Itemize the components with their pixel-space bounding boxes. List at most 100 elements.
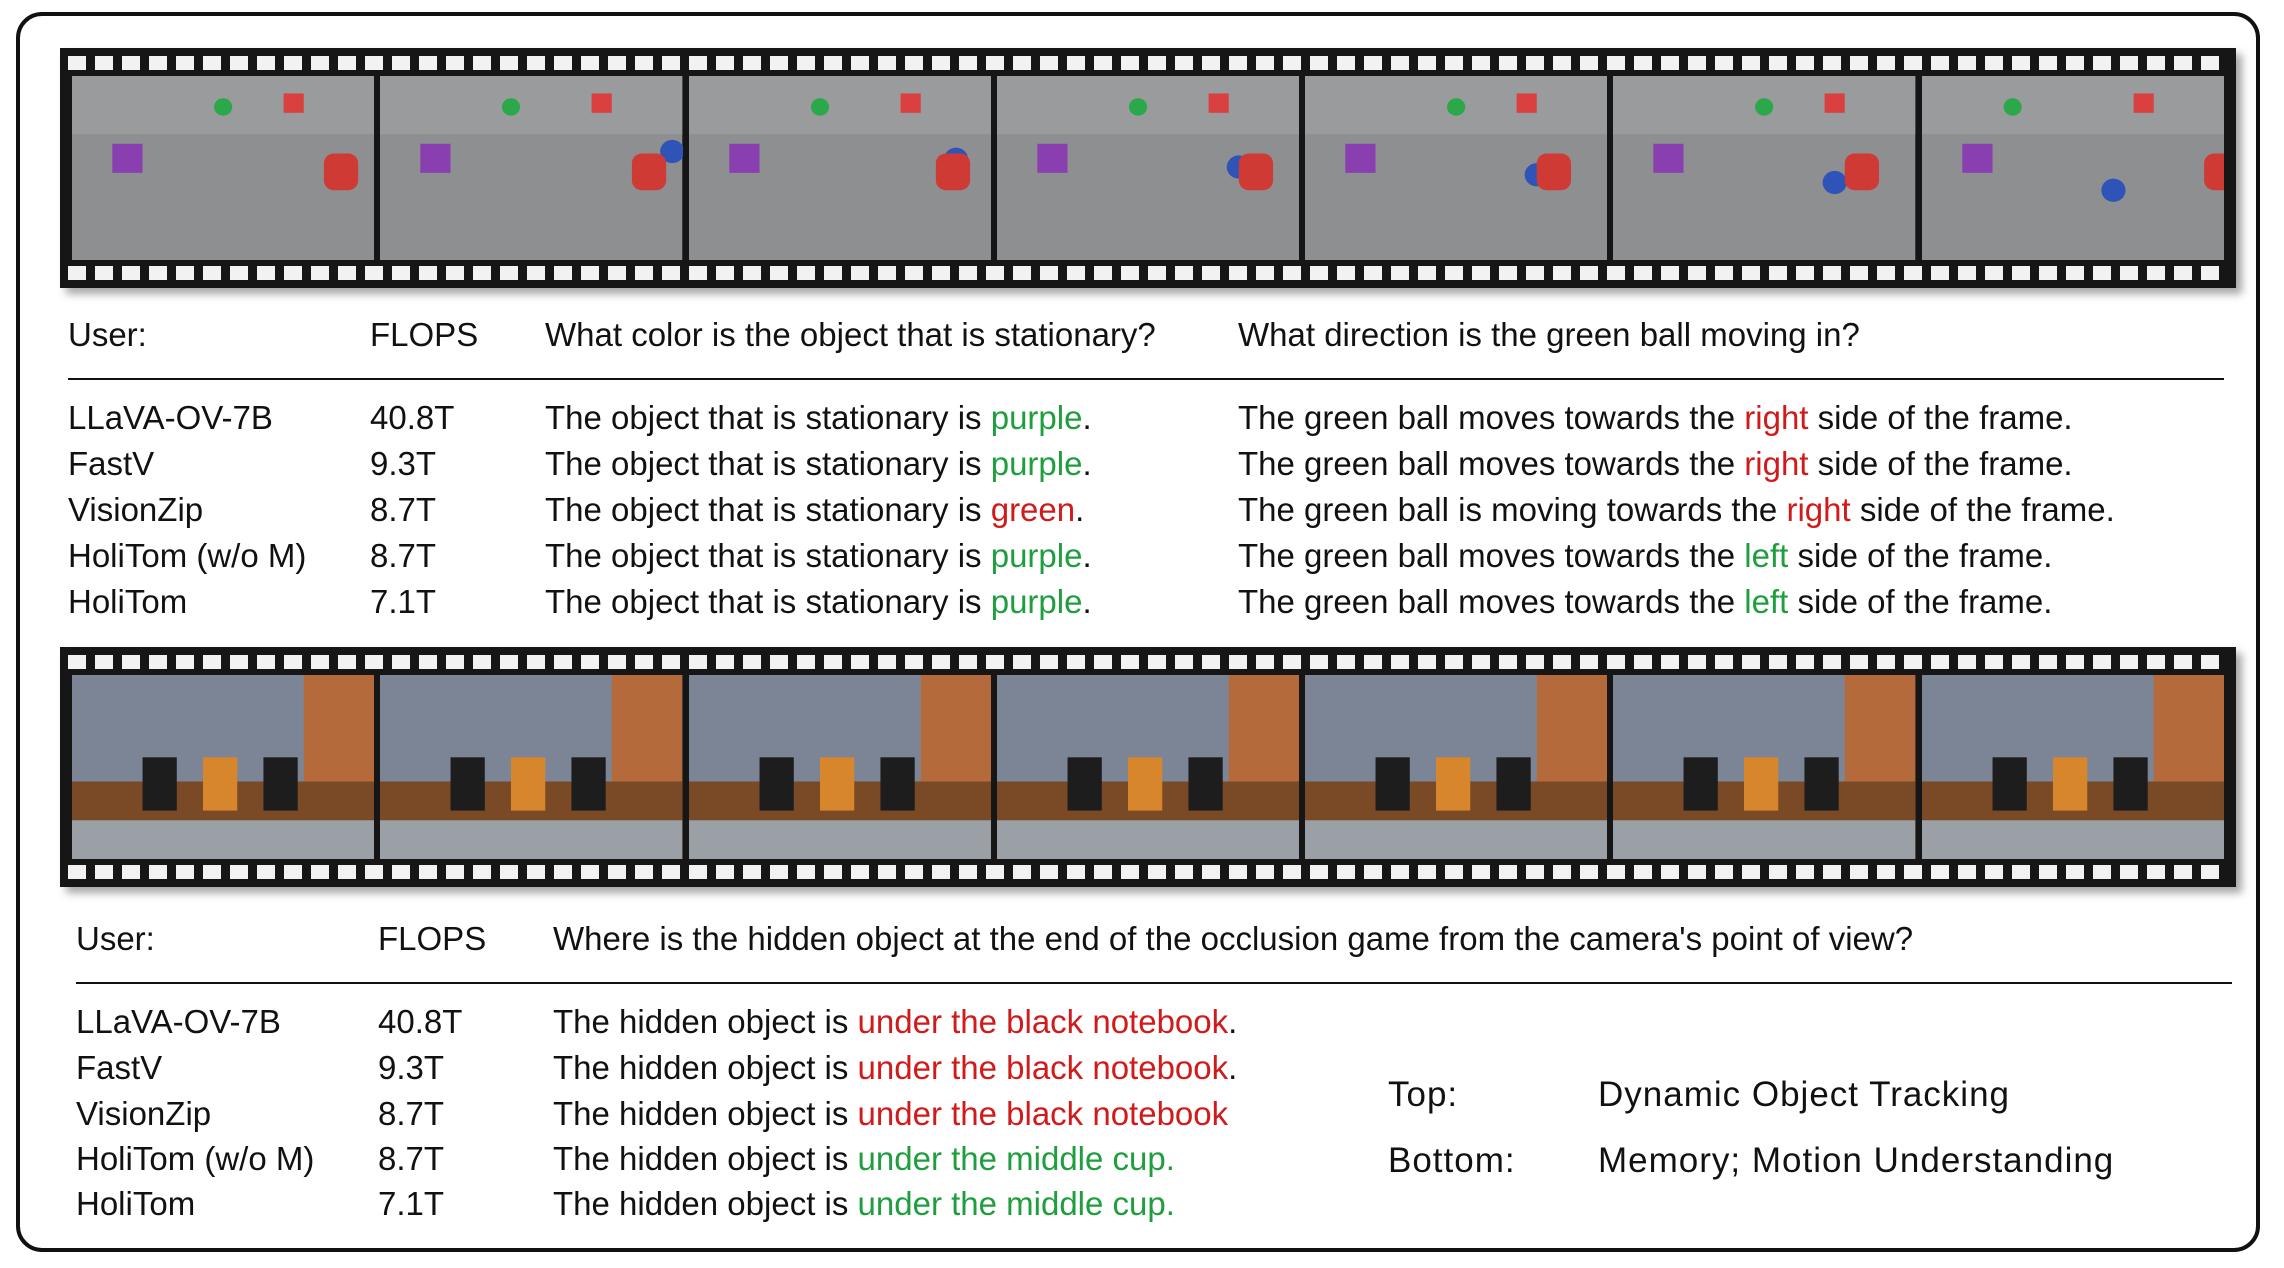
frame-image [1305, 76, 1608, 260]
answer-text: The hidden object is [553, 1003, 858, 1040]
cup-middle [202, 757, 238, 811]
video-frame [1305, 76, 1608, 260]
answer-text: The green ball moves towards the [1238, 399, 1745, 436]
answer-text: side of the frame. [1808, 445, 2073, 482]
answer-highlight: right [1744, 445, 1809, 482]
flops-value: 9.3T [378, 1049, 445, 1086]
red-cylinder [632, 153, 667, 191]
film-strip-top [60, 48, 2236, 288]
answer: The hidden object is under the black not… [553, 1005, 1237, 1038]
answer-2: The green ball moves towards the left si… [1238, 585, 2052, 618]
answer-highlight: purple [990, 399, 1083, 436]
answer-highlight: purple [990, 583, 1083, 620]
cup-middle [511, 757, 546, 811]
model-name: HoliTom (w/o M) [76, 1140, 315, 1177]
purple-cube [1345, 143, 1376, 173]
answer-text: The green ball moves towards the [1238, 445, 1745, 482]
legend-top-value: Dynamic Object Tracking [1598, 1075, 2011, 1114]
model-name: HoliTom (w/o M) [68, 537, 307, 574]
cup-middle [819, 757, 854, 811]
answer-text: . [1082, 537, 1092, 574]
video-frames-bottom [72, 675, 2224, 859]
video-frame [688, 675, 991, 859]
question: Where is the hidden object at the end of… [553, 920, 1914, 957]
frame-image [1613, 76, 1916, 260]
header-flops: FLOPS [378, 920, 487, 957]
red-cube [900, 93, 921, 113]
flops-value: 40.8T [370, 399, 455, 436]
question-1: What color is the object that is station… [545, 316, 1156, 353]
frame-image [688, 675, 991, 859]
frame-image [1305, 675, 1608, 859]
answer-text: . [1082, 583, 1092, 620]
model-name: HoliTom [76, 1185, 196, 1222]
cup-middle [1127, 757, 1163, 811]
video-frame [1921, 76, 2224, 260]
answer-text: The green ball is moving towards the [1238, 491, 1787, 528]
header-rule [76, 982, 2232, 984]
flops-value: 7.1T [378, 1185, 445, 1222]
laptop [996, 820, 1300, 859]
green-ball [1755, 98, 1774, 116]
red-cylinder [935, 153, 970, 191]
answer-text: The hidden object is [553, 1049, 858, 1086]
answer-1: The object that is stationary is green. [545, 493, 1084, 526]
green-ball [1447, 98, 1466, 116]
header-flops: FLOPS [370, 316, 479, 353]
video-frame [996, 76, 1300, 260]
sprocket-holes [68, 865, 2228, 879]
frame-image [688, 76, 991, 260]
frame-image [380, 76, 683, 260]
frame-image [996, 675, 1300, 859]
model-name: VisionZip [68, 491, 204, 528]
answer-text: side of the frame. [1808, 399, 2073, 436]
video-frame [1613, 76, 1916, 260]
red-cube [1516, 93, 1537, 113]
video-frame [72, 675, 375, 859]
purple-cube [1653, 143, 1684, 173]
model-name: LLaVA-OV-7B [68, 399, 273, 436]
legend-top-label: Top: [1388, 1075, 1459, 1114]
red-cylinder [323, 153, 359, 191]
frame-image [1921, 675, 2224, 859]
answer-highlight: right [1744, 399, 1809, 436]
answer-highlight: under the middle cup. [857, 1185, 1175, 1222]
model-name: HoliTom [68, 583, 188, 620]
answer-text: The object that is stationary is [545, 491, 991, 528]
red-cube [1208, 93, 1229, 113]
answer-highlight: green [990, 491, 1076, 528]
red-cube [2133, 93, 2154, 113]
video-frame [72, 76, 375, 260]
answer-text: . [1082, 445, 1092, 482]
answer-text: The hidden object is [553, 1095, 858, 1132]
answer: The hidden object is under the middle cu… [553, 1142, 1175, 1175]
answer-2: The green ball moves towards the right s… [1238, 447, 2073, 480]
laptop [72, 820, 375, 859]
video-frame [1921, 675, 2224, 859]
background-upper [688, 76, 991, 135]
blue-ball [660, 139, 683, 164]
answer-1: The object that is stationary is purple. [545, 585, 1092, 618]
cup-left [1375, 757, 1410, 811]
laptop [1613, 820, 1916, 859]
cup-left [759, 757, 794, 811]
frame-image [1613, 675, 1916, 859]
laptop [688, 820, 991, 859]
answer-text: The object that is stationary is [545, 445, 991, 482]
answer-highlight: purple [990, 445, 1083, 482]
answer-text: The object that is stationary is [545, 399, 991, 436]
legend-bottom-label: Bottom: [1388, 1141, 1516, 1180]
answer-highlight: left [1744, 583, 1789, 620]
answer-text: The hidden object is [553, 1140, 858, 1177]
model-name: FastV [76, 1049, 163, 1086]
answer-2: The green ball moves towards the right s… [1238, 401, 2073, 434]
laptop [380, 820, 683, 859]
video-frame [380, 76, 683, 260]
flops-value: 40.8T [378, 1003, 463, 1040]
blue-ball [1822, 170, 1848, 195]
sprocket-holes [68, 655, 2228, 669]
cup-left [142, 757, 177, 811]
answer-text: The object that is stationary is [545, 583, 991, 620]
answer-text: side of the frame. [1788, 537, 2053, 574]
blue-ball [2101, 178, 2126, 202]
